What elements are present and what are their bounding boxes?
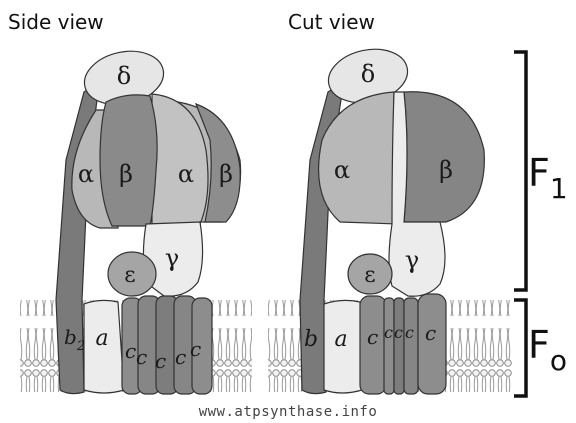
cut-c-label-1: c — [367, 325, 378, 349]
side-c-label-4: c — [175, 345, 186, 369]
cut-alpha-label: α — [334, 156, 350, 184]
side-c-label-1: c — [125, 339, 136, 363]
cut-beta-label: β — [439, 156, 453, 184]
cut-c-subunit-4 — [404, 298, 418, 394]
cut-c-label-5: c — [425, 321, 436, 345]
website-footer: www.atpsynthase.info — [0, 404, 576, 420]
fo-label: Fo — [528, 323, 567, 377]
side-c-label-3: c — [155, 349, 166, 373]
f1-bracket — [514, 52, 526, 290]
side-delta-label: δ — [117, 62, 131, 90]
side-beta-front-label: β — [119, 160, 133, 188]
side-c-label-5: c — [190, 337, 201, 361]
cut-gamma-label: γ — [405, 246, 419, 274]
cut-epsilon-label: ε — [364, 263, 375, 288]
cut-c-label-4: c — [405, 323, 414, 342]
cut-c-subunit-2 — [384, 298, 394, 394]
f1-label: F1 — [528, 151, 568, 205]
cut-a-label: a — [334, 327, 347, 352]
cut-c-label-2: c — [384, 323, 393, 342]
side-beta-right-label: β — [219, 160, 233, 188]
cut-c-label-3: c — [394, 323, 403, 342]
side-alpha-left-label: α — [78, 160, 94, 188]
side-epsilon-label: ε — [124, 263, 135, 288]
cut-b-label: b — [304, 327, 318, 352]
side-c-label-2: c — [136, 345, 147, 369]
side-gamma-label: γ — [165, 244, 179, 272]
side-a-label: a — [95, 326, 108, 351]
side-alpha-right-label: α — [178, 160, 194, 188]
fo-bracket — [514, 300, 526, 396]
cut-c-subunit-3 — [394, 298, 404, 394]
cut-delta-label: δ — [361, 60, 375, 88]
